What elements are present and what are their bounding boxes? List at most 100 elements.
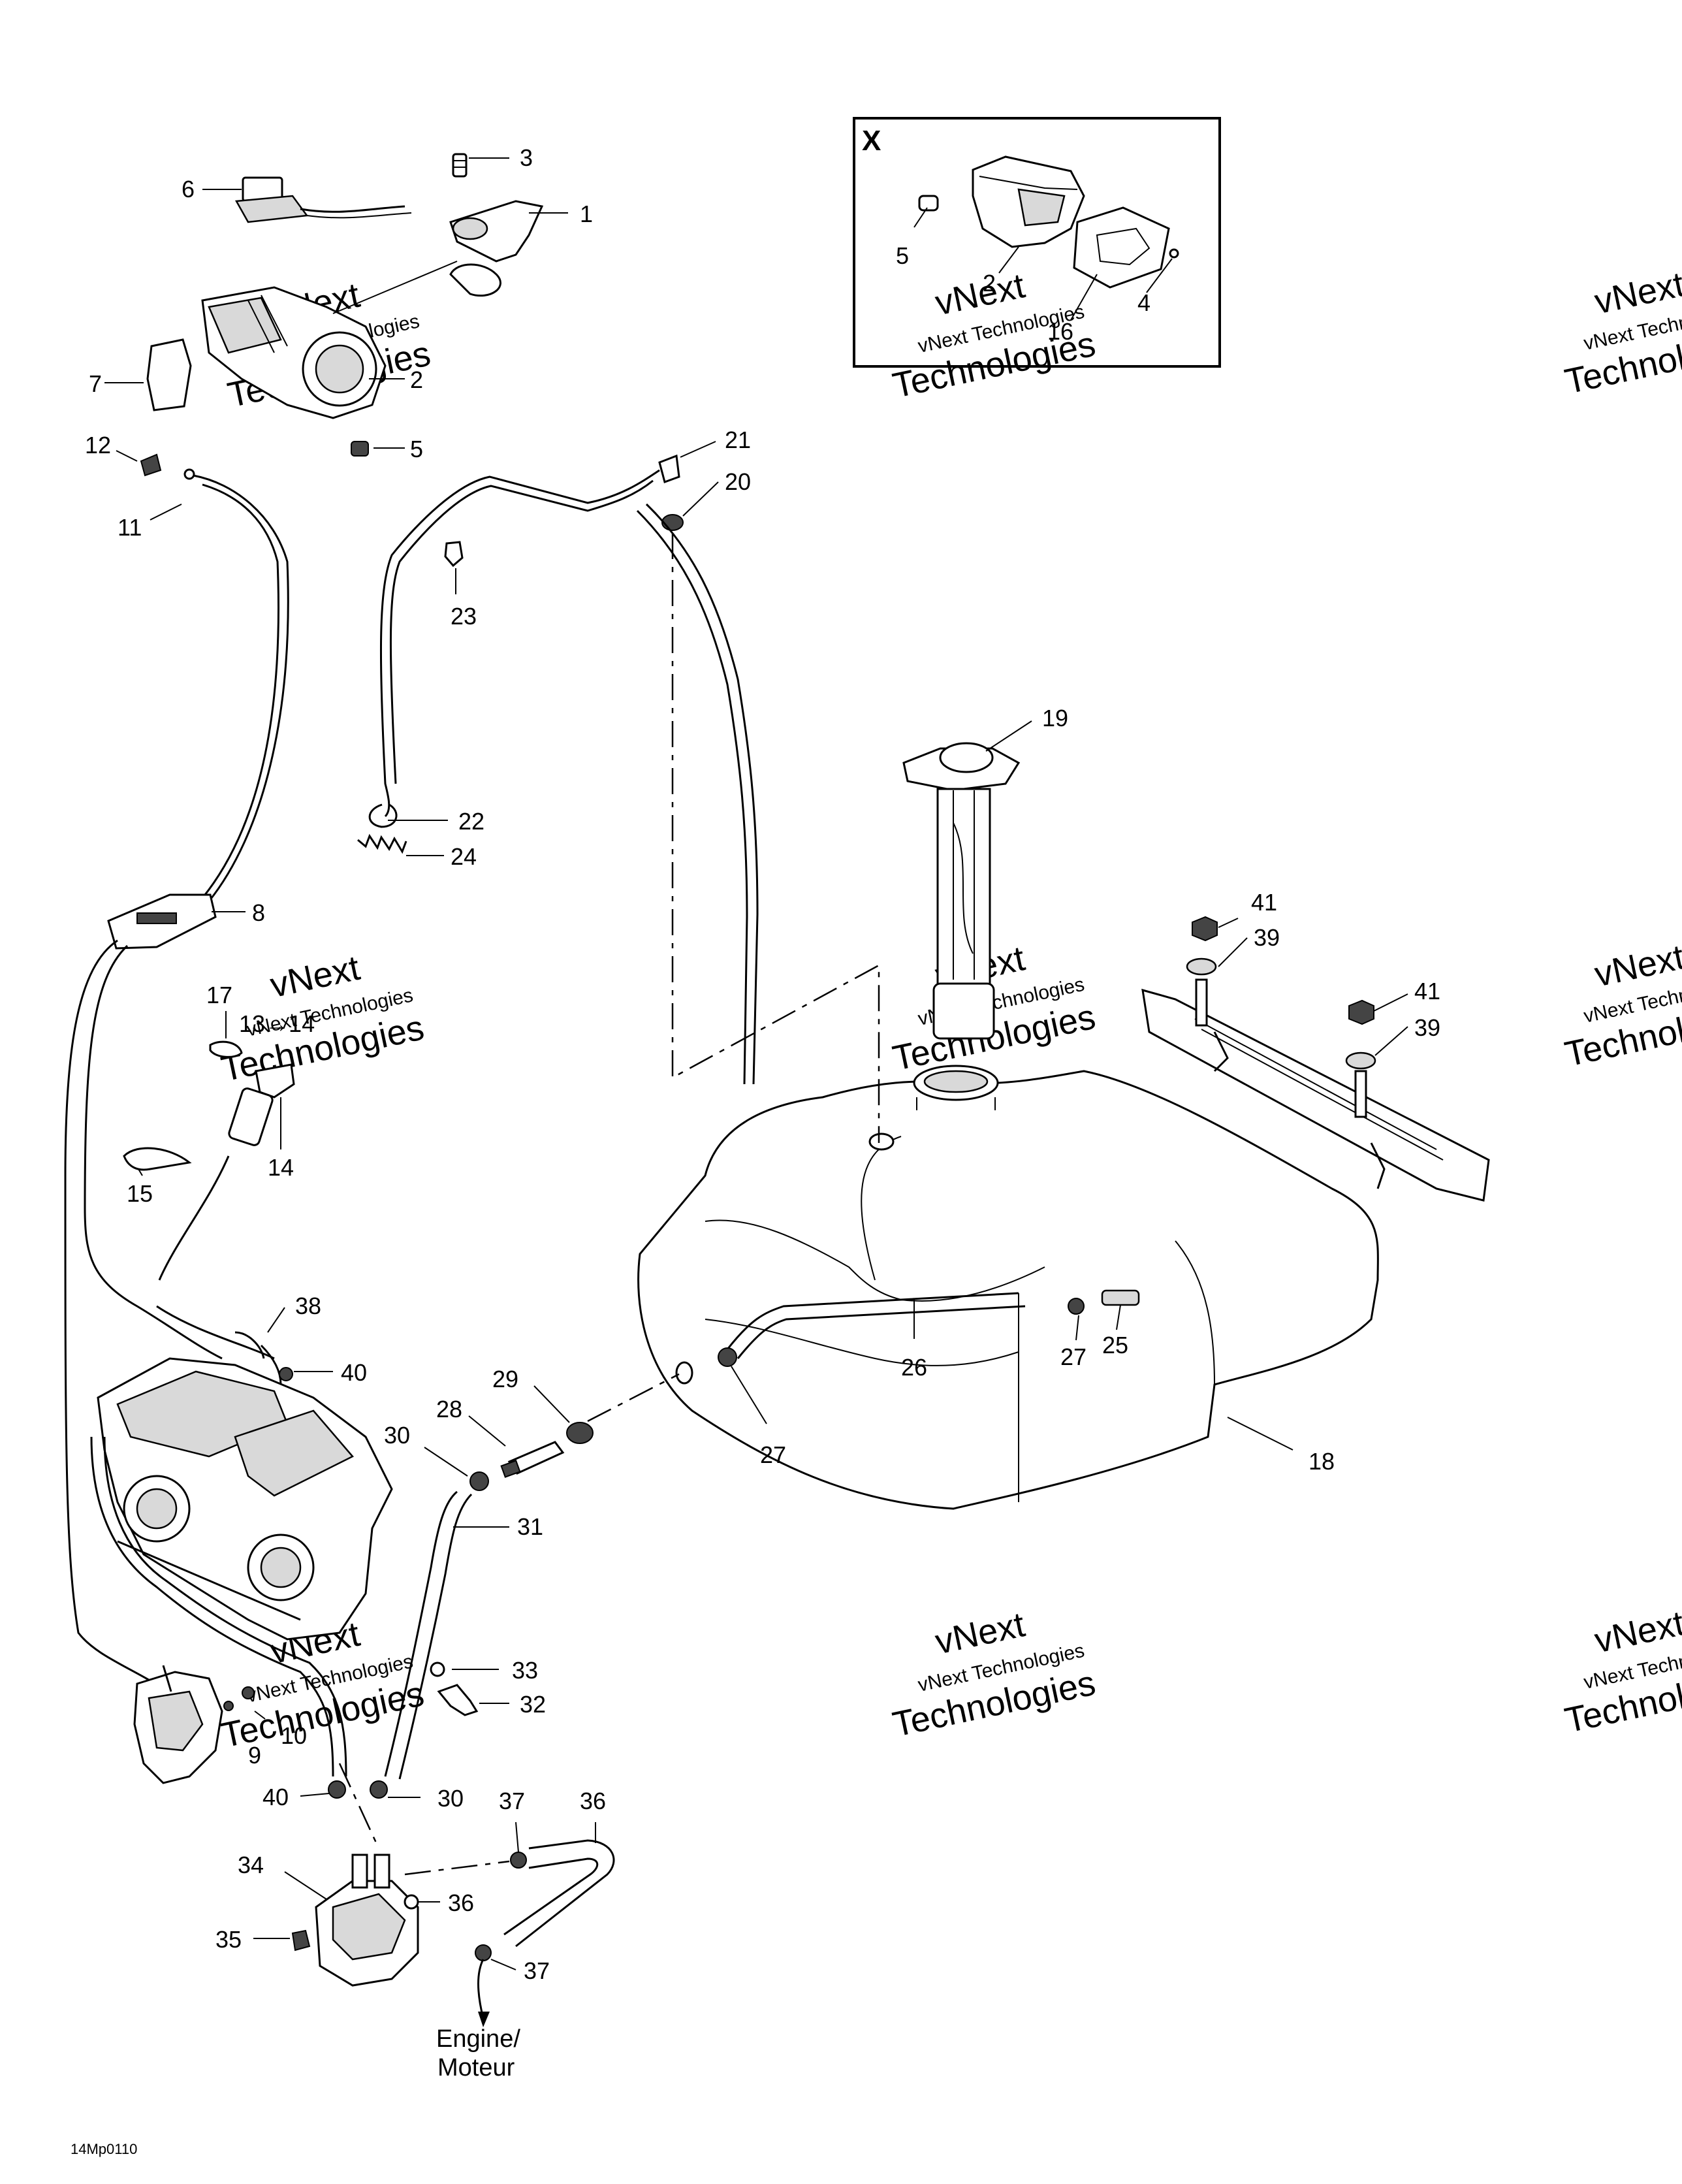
assembly-lines [338,533,880,1876]
callout-41b: 41 [1414,978,1440,1004]
inset-frame [853,117,1221,368]
vent-tubes [357,454,759,1085]
inset-throttle-housing [972,155,1085,248]
part-29-grommet [566,1422,594,1444]
callout-36a: 36 [580,1788,606,1814]
leader-lines [104,157,1408,1970]
callout-37b: 37 [524,1957,550,1984]
callout-x2: 2 [983,270,996,297]
inset-gasket [1073,206,1170,289]
callout-37a: 37 [499,1788,525,1814]
part-17-clip [209,1040,243,1058]
part-40-clamp-b [328,1780,346,1799]
throttle-housing-assembly [146,153,544,457]
part-18-fuel-tank [637,1065,1379,1510]
callout-27b: 27 [760,1441,786,1468]
callout-13-to-14: 13→14 [239,1010,315,1037]
callout-33: 33 [512,1657,538,1684]
engine-label-line1: Engine/ [436,2025,520,2053]
part-31-hose [384,1490,458,1777]
mounting-rail [1141,916,1490,1202]
part-8-junction [107,893,217,950]
part-30-clamp-a [469,1471,489,1491]
callout-39a: 39 [1254,924,1280,951]
callout-34: 34 [238,1852,264,1878]
svg-text:vNext: vNext [932,266,1028,323]
part-39-washer-b [1345,1052,1376,1070]
callout-8: 8 [252,899,265,926]
callout-28: 28 [436,1396,462,1422]
part-39-washer-a [1186,957,1217,976]
watermark: vNext vNext Technologies Technologies [1561,937,1682,1074]
watermark: vNext vNext Technologies Technologies [889,1605,1099,1744]
part-36-fitting-a [404,1894,419,1910]
part-33-screw [430,1662,445,1677]
callout-22: 22 [458,808,484,835]
inset-screw [1169,248,1179,259]
fuel-line-assembly [384,1422,594,1780]
callout-14: 14 [268,1154,294,1181]
choke-assembly [123,1040,295,1281]
watermark: vNext vNext Technologies Technologies [1561,1603,1682,1741]
callout-7: 7 [89,370,102,397]
part-7-cover [146,338,192,411]
part-30-clamp-b [370,1780,388,1799]
part-35-screw [291,1929,311,1951]
part-26-pickup-tube [726,1292,1019,1350]
part-37-clamp-a [510,1852,527,1869]
callout-35: 35 [215,1926,242,1953]
inset-letter: X [862,125,881,157]
svg-text:vNext: vNext [932,1605,1028,1662]
part-32-bracket [437,1684,479,1716]
part-11-nut [183,468,195,480]
part-25-filter [1101,1289,1140,1306]
throttle-cable [64,453,289,1699]
callout-11: 11 [118,514,142,541]
callout-x5: 5 [896,242,909,269]
callout-x16: 16 [1047,318,1073,345]
inset-plug [918,195,939,212]
part-9-primer [133,1665,223,1784]
svg-text:vNext: vNext [1591,937,1682,994]
callout-23: 23 [451,603,477,630]
part-14-plunger [158,1063,295,1281]
callout-10: 10 [281,1722,307,1749]
callout-21: 21 [725,426,751,453]
callout-36b: 36 [448,1889,474,1916]
callout-39b: 39 [1414,1014,1440,1041]
part-19-fuel-gauge [902,742,1021,1040]
svg-text:vNext: vNext [1591,265,1682,321]
callout-32: 32 [520,1691,546,1718]
part-41-nut-a [1192,916,1218,942]
part-27-clamp-a [718,1347,737,1367]
carburetor-assembly [90,1305,393,1777]
part-15-tie [123,1147,192,1171]
part-10-screw [242,1686,255,1699]
watermark: vNext vNext Technologies Technologies [1561,265,1682,402]
callout-5: 5 [410,436,423,462]
part-40-clamp-a [279,1367,293,1381]
callout-15: 15 [127,1180,153,1207]
callout-2: 2 [410,366,423,393]
callout-24: 24 [451,843,477,870]
part-37-clamp-b [475,1944,492,1961]
part-24-spring [357,833,407,854]
part-2-housing [201,286,387,419]
callout-12: 12 [85,432,111,458]
engine-arrow [477,1959,484,2019]
callout-20: 20 [725,468,751,495]
engine-label-line2: Moteur [437,2054,515,2081]
part-36-hose [515,1839,615,1948]
callout-3: 3 [520,144,533,171]
part-34-fuel-pump [315,1854,419,1987]
callout-38: 38 [295,1293,321,1319]
diagram-code: 14Mp0110 [71,2141,137,2157]
part-22-tube [379,469,660,818]
callout-30a: 30 [384,1422,410,1449]
callout-29: 29 [492,1366,518,1392]
callouts: 3 6 1 2 7 5 12 11 21 20 23 22 24 19 8 41… [85,144,1440,1984]
callout-19: 19 [1042,705,1068,731]
callout-40a: 40 [341,1359,367,1386]
part-22-long-tube [645,503,759,1085]
